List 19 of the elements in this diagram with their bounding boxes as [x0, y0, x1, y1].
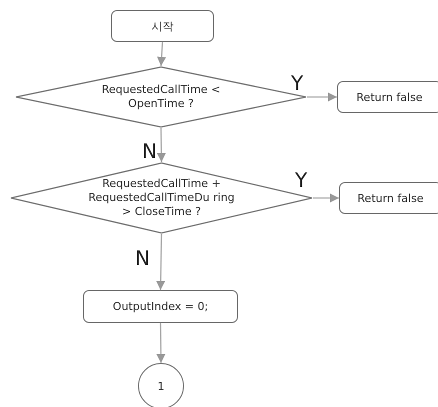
edge-label: N — [142, 141, 157, 161]
decision-diamond — [10, 162, 313, 234]
condition-text: RequestedCallTime < OpenTime ? — [100, 83, 222, 111]
process-box: 시작 — [111, 10, 214, 42]
process-box: OutputIndex = 0; — [83, 290, 238, 323]
condition-text: RequestedCallTime + RequestedCallTimeDu ring > CloseTime ? — [87, 177, 236, 219]
arrow — [157, 42, 166, 66]
edge-label: Y — [295, 170, 308, 190]
connector-circle: 1 — [138, 363, 184, 407]
edge-label: Y — [291, 73, 304, 93]
process-box: Return false — [337, 81, 438, 113]
arrow — [307, 92, 337, 102]
edge-label: N — [135, 248, 150, 268]
arrow — [156, 128, 166, 162]
process-box: Return false — [339, 182, 438, 214]
arrow — [313, 193, 339, 203]
arrow — [156, 323, 166, 363]
decision-diamond — [15, 66, 307, 128]
arrow — [156, 234, 166, 290]
